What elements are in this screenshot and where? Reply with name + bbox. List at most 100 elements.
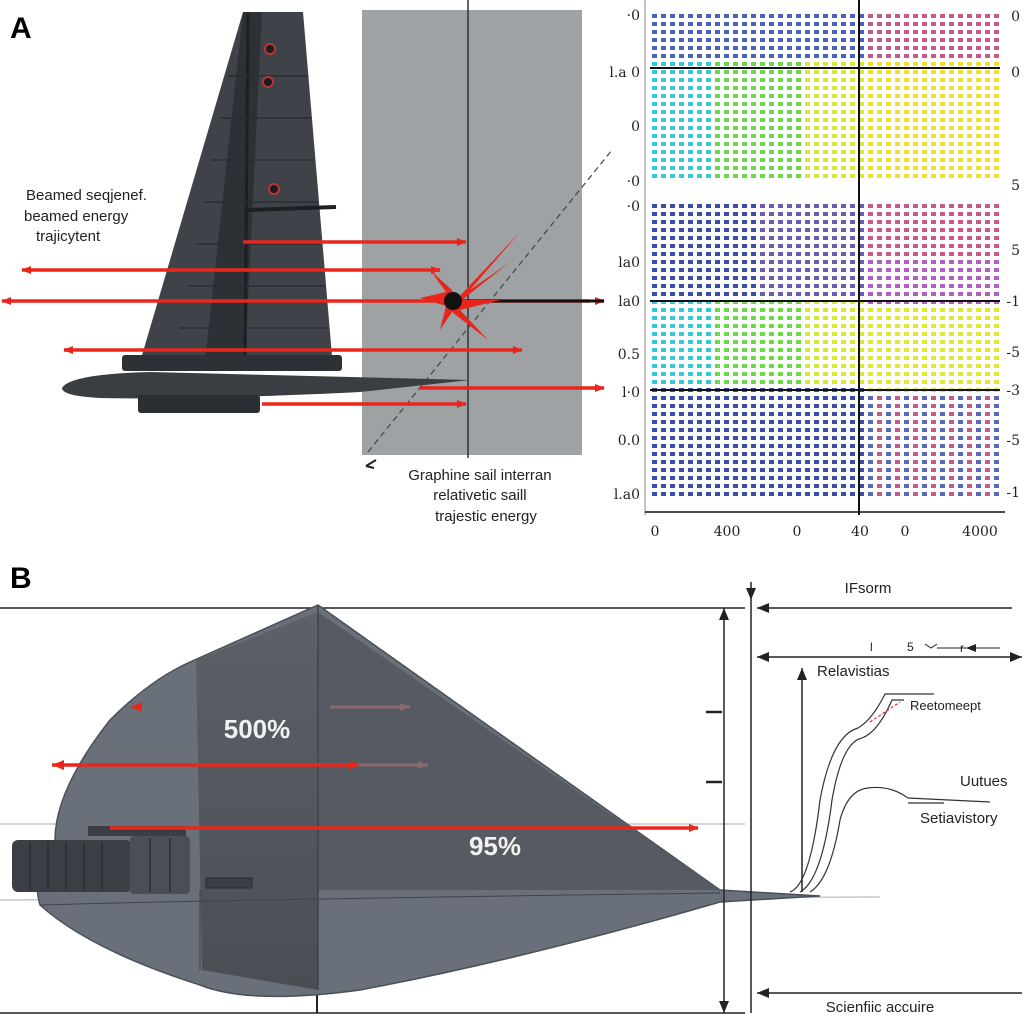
grid-dot <box>841 38 846 42</box>
grid-dot <box>805 126 810 130</box>
grid-dot <box>976 404 981 408</box>
grid-dot <box>769 174 774 178</box>
grid-dot <box>697 260 702 264</box>
grid-dot <box>913 204 918 208</box>
grid-dot <box>895 54 900 58</box>
grid-dot <box>985 268 990 272</box>
grid-dot <box>796 340 801 344</box>
percent-bottom: 95% <box>469 831 521 861</box>
grid-dot <box>778 260 783 264</box>
grid-dot <box>715 22 720 26</box>
grid-dot <box>760 436 765 440</box>
grid-dot <box>886 94 891 98</box>
grid-dot <box>769 420 774 424</box>
grid-dot <box>904 142 909 146</box>
grid-dot <box>697 324 702 328</box>
grid-dot <box>679 142 684 146</box>
grid-dot <box>958 220 963 224</box>
grid-dot <box>742 62 747 66</box>
bottom-tick-label: 0 <box>651 524 660 540</box>
grid-dot <box>877 86 882 90</box>
grid-dot <box>661 276 666 280</box>
grid-dot <box>976 332 981 336</box>
grid-dot <box>670 268 675 272</box>
grid-dot <box>706 340 711 344</box>
grid-dot <box>895 436 900 440</box>
grid-dot <box>958 126 963 130</box>
grid-dot <box>967 324 972 328</box>
grid-dot <box>967 220 972 224</box>
grid-dot <box>760 38 765 42</box>
grid-dot <box>742 158 747 162</box>
grid-dot <box>760 372 765 376</box>
grid-dot <box>805 380 810 384</box>
grid-dot <box>661 244 666 248</box>
grid-dot <box>787 324 792 328</box>
grid-dot <box>751 460 756 464</box>
grid-dot <box>931 86 936 90</box>
grid-dot <box>724 428 729 432</box>
grid-dot <box>949 70 954 74</box>
grid-dot <box>994 332 999 336</box>
grid-dot <box>823 308 828 312</box>
grid-dot <box>733 228 738 232</box>
grid-dot <box>733 134 738 138</box>
grid-dot <box>868 412 873 416</box>
grid-dot <box>805 166 810 170</box>
grid-dot <box>697 94 702 98</box>
grid-dot <box>688 316 693 320</box>
craft-dark-panel <box>196 612 318 990</box>
grid-dot <box>652 316 657 320</box>
grid-dot <box>724 212 729 216</box>
grid-dot <box>697 452 702 456</box>
grid-dot <box>985 340 990 344</box>
grid-dot <box>688 102 693 106</box>
grid-dot <box>940 260 945 264</box>
grid-dot <box>715 396 720 400</box>
grid-dot <box>787 276 792 280</box>
grid-dot <box>814 412 819 416</box>
grid-dot <box>679 110 684 114</box>
grid-dot <box>778 348 783 352</box>
grid-dot <box>895 244 900 248</box>
grid-dot <box>895 70 900 74</box>
grid-dot <box>751 102 756 106</box>
grid-dot <box>895 364 900 368</box>
grid-dot <box>895 142 900 146</box>
grid-dot <box>742 126 747 130</box>
grid-dot <box>967 340 972 344</box>
grid-dot <box>850 372 855 376</box>
grid-dot <box>940 292 945 296</box>
grid-dot <box>985 492 990 496</box>
grid-dot <box>859 396 864 400</box>
grid-dot <box>760 460 765 464</box>
grid-dot <box>778 86 783 90</box>
grid-dot <box>661 70 666 74</box>
grid-dot <box>724 316 729 320</box>
grid-dot <box>895 276 900 280</box>
grid-dot <box>661 292 666 296</box>
grid-dot <box>769 404 774 408</box>
grid-dot <box>724 220 729 224</box>
grid-dot <box>697 484 702 488</box>
grid-dot <box>751 150 756 154</box>
grid-dot <box>922 22 927 26</box>
grid-dot <box>895 118 900 122</box>
grid-dot <box>895 220 900 224</box>
grid-dot <box>994 110 999 114</box>
grid-dot <box>805 316 810 320</box>
grid-dot <box>733 428 738 432</box>
grid-dot <box>670 380 675 384</box>
grid-dot <box>796 468 801 472</box>
grid-dot <box>733 30 738 34</box>
grid-dot <box>877 212 882 216</box>
grid-dot <box>931 372 936 376</box>
grid-dot <box>724 460 729 464</box>
grid-dot <box>814 452 819 456</box>
grid-dot <box>904 252 909 256</box>
grid-dot <box>661 396 666 400</box>
grid-dot <box>904 396 909 400</box>
grid-dot <box>922 30 927 34</box>
grid-dot <box>859 308 864 312</box>
grid-dot <box>868 212 873 216</box>
